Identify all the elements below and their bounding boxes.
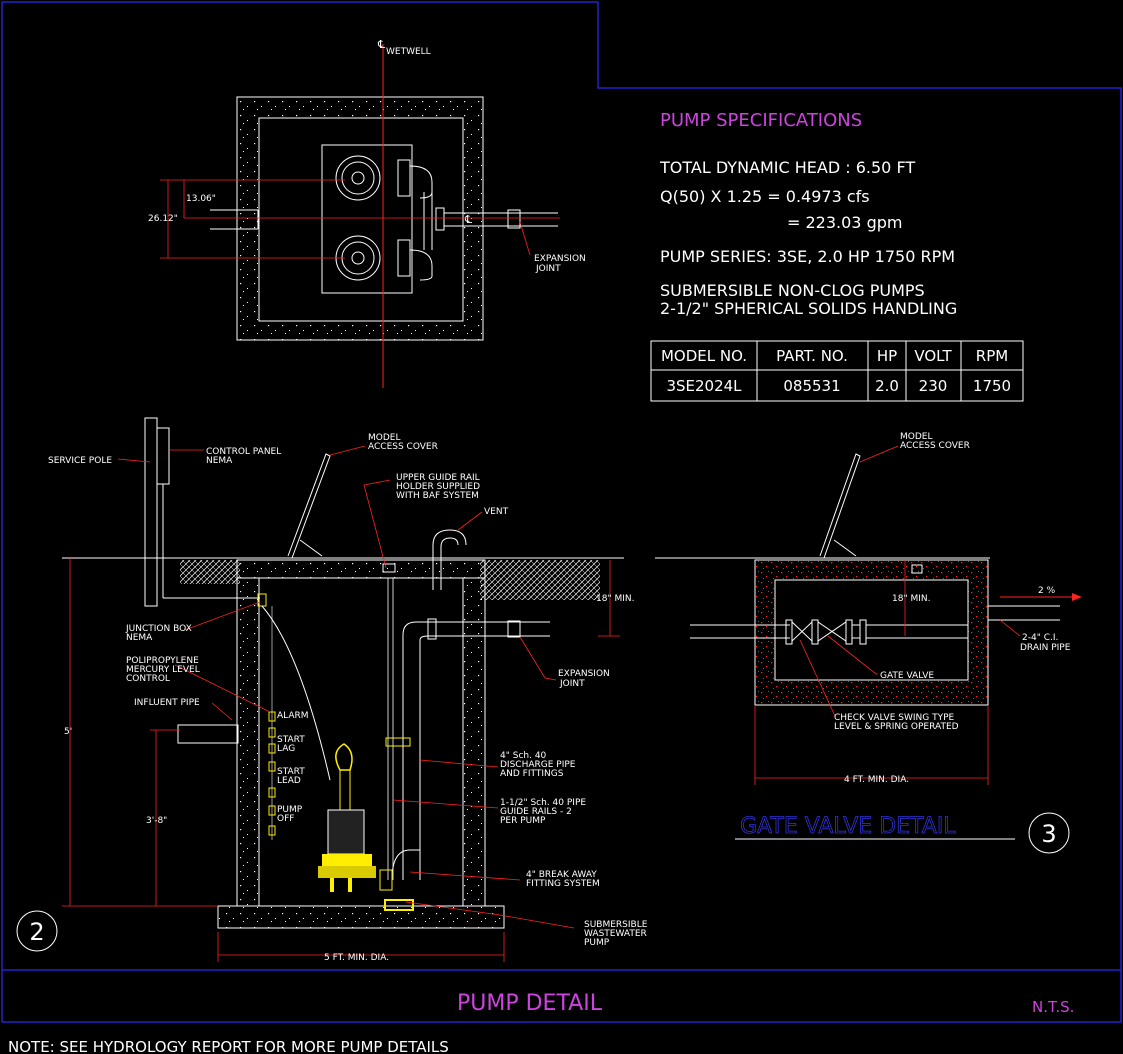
off-label: OFF — [277, 814, 294, 824]
plan-dimensions — [160, 179, 560, 259]
dia-5ft-label: 5 FT. MIN. DIA. — [324, 953, 389, 963]
plan-piping — [210, 159, 558, 281]
table-cell-part: 085531 — [783, 377, 840, 395]
pump-detail-section: SERVICE POLE CONTROL PANEL NEMA MODEL AC… — [16, 417, 648, 963]
expansion-joint-label: EXPANSION — [534, 254, 586, 264]
table-header-model: MODEL NO. — [661, 347, 747, 365]
pump-specifications: PUMP SPECIFICATIONS TOTAL DYNAMIC HEAD :… — [659, 110, 957, 318]
gate-valve-detail: MODEL ACCESS COVER 18" MIN. GATE VALVE C… — [655, 432, 1082, 854]
control-panel-label-2: NEMA — [206, 456, 233, 466]
guide-rails-label: 1-1/2" Sch. 40 PIPE — [500, 798, 586, 808]
table-header-part: PART. NO. — [776, 347, 848, 365]
detail-3-bubble — [1028, 812, 1070, 854]
start-lead-label: START — [277, 767, 305, 777]
discharge-label-3: AND FITTINGS — [500, 769, 564, 779]
pump-plan-upper — [335, 155, 381, 201]
access-cover-label: MODEL — [368, 433, 400, 443]
table-cell-volt: 230 — [919, 377, 948, 395]
alarm-label: ALARM — [277, 711, 309, 721]
submersible-label-3: PUMP — [584, 938, 610, 948]
upper-guide-label: UPPER GUIDE RAIL — [396, 473, 480, 483]
access-cover-gv-label: MODEL — [900, 432, 932, 442]
gate-valve-detail-title: GATE VALVE DETAIL — [740, 814, 956, 839]
start-lag-label: START — [277, 735, 305, 745]
sheet-border — [1, 1, 1122, 1023]
submersible-label: SUBMERSIBLE — [584, 920, 648, 930]
upper-guide-label-2: HOLDER SUPPLIED — [396, 482, 480, 492]
note-text: NOTE: SEE HYDROLOGY REPORT FOR MORE PUMP… — [8, 1038, 449, 1054]
influent-pipe-label: INFLUENT PIPE — [134, 698, 200, 708]
gate-valve-dimensions — [754, 445, 1021, 785]
access-cover-label-2: ACCESS COVER — [368, 442, 438, 452]
table-cell-rpm: 1750 — [973, 377, 1011, 395]
table-header-hp: HP — [877, 347, 897, 365]
junction-box-label: JUNCTION BOX — [125, 624, 192, 634]
expansion-joint-section-label: EXPANSION — [558, 669, 610, 679]
control-panel-label: CONTROL PANEL — [206, 447, 281, 457]
slope-label: 2 % — [1038, 586, 1056, 596]
wetwell-label: WETWELL — [386, 47, 431, 57]
dim-26-label: 26.12" — [148, 214, 178, 224]
specs-line-5: SUBMERSIBLE NON-CLOG PUMPS — [660, 281, 925, 300]
min-18-label: 18" MIN. — [596, 594, 634, 604]
discharge-label-2: DISCHARGE PIPE — [500, 760, 576, 770]
service-pole-label: SERVICE POLE — [48, 456, 112, 466]
expansion-joint-section-label-2: JOINT — [559, 679, 585, 689]
lag-label: LAG — [277, 744, 295, 754]
table-cell-hp: 2.0 — [875, 377, 899, 395]
detail-3-number: 3 — [1041, 820, 1056, 848]
poly-label: POLIPROPYLENE — [126, 656, 199, 666]
poly-label-2: MERCURY LEVEL — [126, 665, 200, 675]
drain-pipe-label: 2-4" C.I. — [1022, 633, 1058, 643]
pump-off-label: PUMP — [277, 805, 303, 815]
wetwell-plan-view: ℄ WETWELL ℄ — [148, 38, 586, 388]
breakaway-label: 4" BREAK AWAY — [526, 870, 597, 880]
specs-line-1: TOTAL DYNAMIC HEAD : 6.50 FT — [659, 158, 915, 177]
wetwell-centerline-symbol: ℄ — [377, 38, 385, 51]
access-cover-gv-label-2: ACCESS COVER — [900, 441, 970, 451]
vent-label: VENT — [484, 507, 509, 517]
lead-label: LEAD — [277, 776, 301, 786]
table-header-volt: VOLT — [914, 347, 952, 365]
junction-box-label-2: NEMA — [126, 633, 153, 643]
specs-line-6: 2-1/2" SPHERICAL SOLIDS HANDLING — [660, 299, 957, 318]
specs-line-2: Q(50) X 1.25 = 0.4973 cfs — [660, 187, 870, 206]
detail-2-number: 2 — [29, 918, 44, 946]
submersible-pump — [318, 743, 414, 911]
dim-5-label: 5' — [64, 727, 72, 737]
submersible-label-2: WASTEWATER — [584, 929, 647, 939]
gate-valve-label: GATE VALVE — [880, 671, 934, 681]
min-18-gv-label: 18" MIN. — [892, 594, 930, 604]
expansion-joint-label-2: JOINT — [535, 264, 561, 274]
drain-pipe-label-2: DRAIN PIPE — [1020, 643, 1071, 653]
dim-13-label: 13.06" — [186, 194, 216, 204]
specs-title: PUMP SPECIFICATIONS — [660, 110, 862, 131]
nts-label: N.T.S. — [1032, 998, 1074, 1016]
pipe-centerline-symbol: ℄ — [464, 213, 472, 226]
dim-3-8-label: 3'-8" — [146, 816, 167, 826]
guide-rails-label-3: PER PUMP — [500, 816, 546, 826]
detail-2-bubble — [16, 910, 58, 952]
poly-label-3: CONTROL — [126, 674, 170, 684]
dia-4ft-label: 4 FT. MIN. DIA. — [844, 775, 909, 785]
check-valve-label: CHECK VALVE SWING TYPE — [834, 713, 955, 723]
gate-valve-piping — [690, 605, 1060, 645]
breakaway-label-2: FITTING SYSTEM — [526, 879, 600, 889]
spec-table: MODEL NO. PART. NO. HP VOLT RPM 3SE2024L… — [650, 340, 1024, 402]
guide-rails-label-2: GUIDE RAILS - 2 — [500, 807, 572, 817]
table-header-rpm: RPM — [976, 347, 1008, 365]
float-switches — [268, 711, 276, 836]
check-valve-label-2: LEVEL & SPRING OPERATED — [834, 722, 959, 732]
table-cell-model: 3SE2024L — [666, 377, 742, 395]
section-dimensions — [62, 445, 620, 962]
discharge-label: 4" Sch. 40 — [500, 751, 547, 761]
pump-detail-title: PUMP DETAIL — [457, 991, 603, 1016]
specs-line-4: PUMP SERIES: 3SE, 2.0 HP 1750 RPM — [660, 247, 955, 266]
upper-guide-label-3: WITH BAF SYSTEM — [396, 491, 479, 501]
specs-line-3: = 223.03 gpm — [787, 213, 902, 232]
